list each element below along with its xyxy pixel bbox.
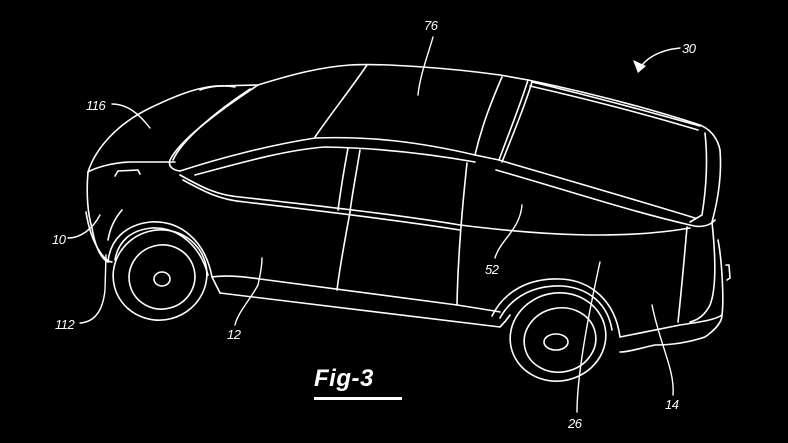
leader-10 bbox=[67, 214, 101, 239]
front-door-edge bbox=[336, 211, 351, 291]
windshield-outer bbox=[168, 84, 259, 172]
tonneau-lower-a bbox=[498, 159, 696, 219]
leader-52 bbox=[494, 204, 523, 259]
rear-arch-outer bbox=[491, 278, 621, 338]
leader-112 bbox=[79, 254, 107, 324]
c-pillar-b bbox=[501, 81, 533, 163]
b-pillar-b bbox=[349, 149, 361, 213]
rear-arch-inner bbox=[499, 285, 613, 331]
front-tire bbox=[112, 229, 208, 321]
tonneau-rear-b bbox=[711, 149, 722, 223]
ref-numeral-116: 116 bbox=[86, 98, 106, 113]
c-pillar-a bbox=[498, 79, 529, 161]
beltline-a bbox=[179, 174, 691, 236]
front-fascia bbox=[86, 171, 109, 263]
ref-numeral-76: 76 bbox=[424, 18, 438, 33]
caption-underline bbox=[314, 397, 402, 400]
roof-front-edge bbox=[314, 64, 368, 138]
tonneau-lower-b bbox=[495, 169, 716, 228]
rear-bumper bbox=[619, 314, 723, 353]
ref-numeral-26: 26 bbox=[568, 416, 582, 431]
arrow-head-30-icon bbox=[633, 60, 646, 73]
leader-76 bbox=[417, 36, 434, 96]
front-arch-inner bbox=[114, 227, 209, 276]
rear-rim bbox=[523, 307, 597, 373]
ref-numeral-10: 10 bbox=[52, 232, 66, 247]
ref-numeral-12: 12 bbox=[227, 327, 241, 342]
rear-rocker bbox=[619, 239, 724, 338]
window-top-inner bbox=[194, 146, 476, 176]
rocker-top bbox=[211, 275, 501, 313]
front-corner-line bbox=[107, 209, 123, 241]
tailgate-corner bbox=[689, 221, 716, 323]
hood-light bbox=[114, 169, 141, 177]
window-top-outer bbox=[179, 136, 500, 172]
leader-116 bbox=[111, 103, 151, 129]
beltline-b bbox=[182, 179, 461, 231]
figure-caption: Fig-3 bbox=[314, 365, 374, 392]
tonneau-rear bbox=[689, 132, 708, 223]
roof-rear-edge bbox=[474, 76, 503, 156]
b-pillar-a bbox=[337, 147, 349, 211]
rocker-bottom bbox=[219, 292, 511, 328]
ref-numeral-112: 112 bbox=[55, 317, 75, 332]
rear-door-edge bbox=[456, 162, 468, 306]
windshield-inner bbox=[172, 88, 251, 161]
leader-12 bbox=[234, 257, 263, 326]
hood-crease bbox=[87, 161, 176, 173]
front-rim bbox=[128, 244, 196, 310]
roof-light bbox=[199, 85, 236, 91]
ref-numeral-30: 30 bbox=[682, 41, 696, 56]
ref-numeral-52: 52 bbox=[485, 262, 499, 277]
tonneau-top-a bbox=[531, 81, 701, 127]
rear-lamp bbox=[725, 264, 731, 281]
rear-tire bbox=[509, 292, 607, 382]
tonneau-top-b bbox=[529, 85, 699, 131]
roof-outline bbox=[87, 63, 721, 173]
ref-numeral-14: 14 bbox=[665, 397, 679, 412]
front-arch-outer bbox=[107, 221, 221, 294]
tailgate-edge bbox=[677, 226, 688, 323]
front-hub bbox=[153, 271, 171, 287]
rear-hub bbox=[543, 333, 569, 351]
leader-26 bbox=[576, 261, 601, 413]
leader-14 bbox=[651, 304, 674, 396]
